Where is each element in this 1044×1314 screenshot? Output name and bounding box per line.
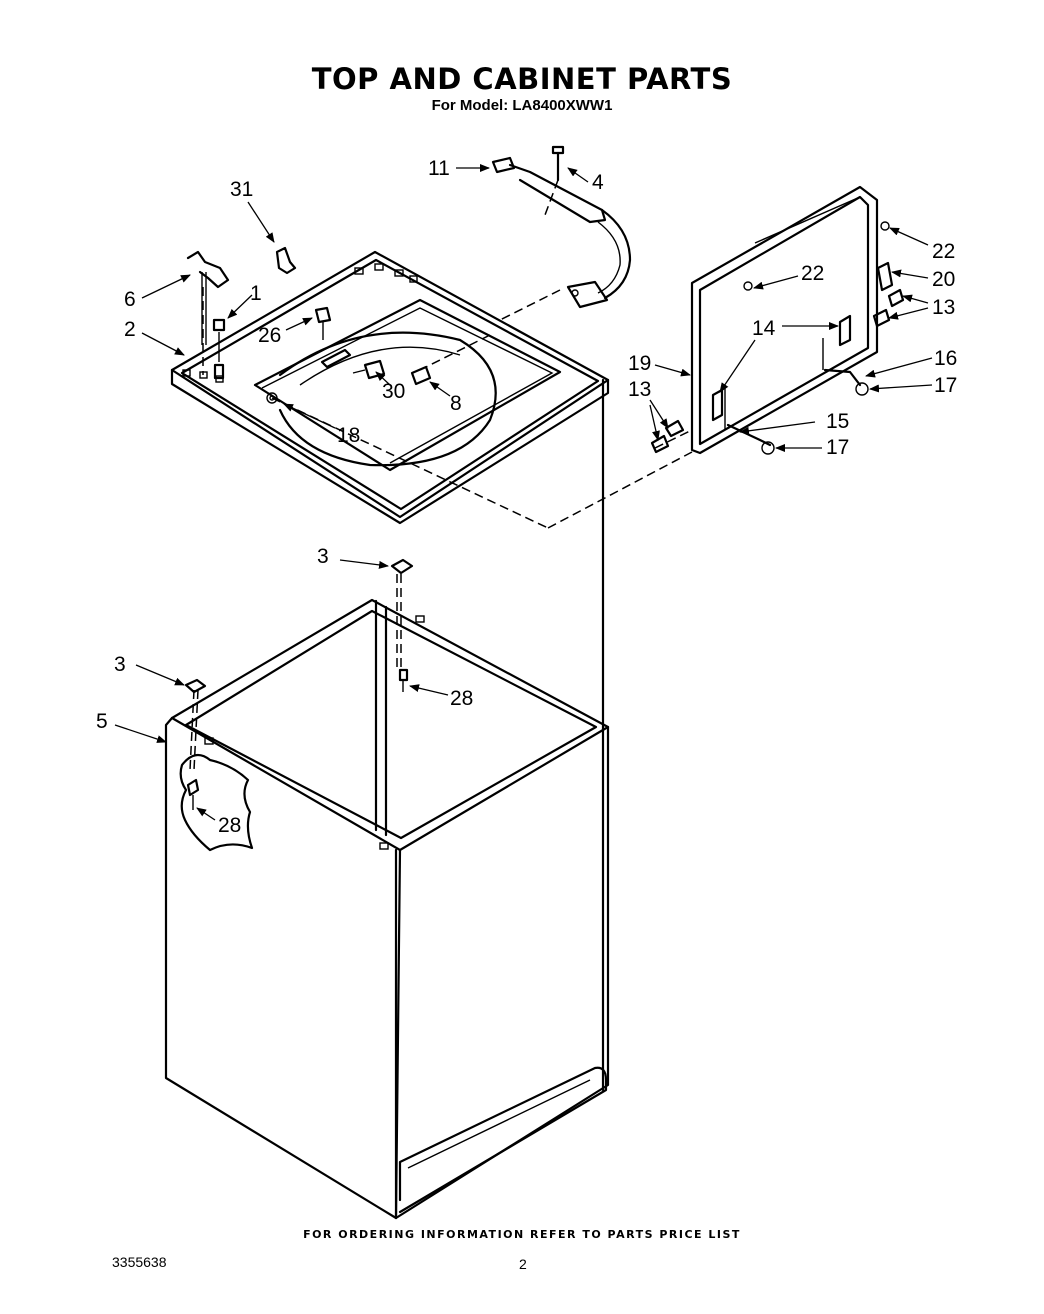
callout-22-right: 22 xyxy=(932,240,955,263)
callout-3-left: 3 xyxy=(114,653,126,676)
screw-part-4 xyxy=(551,145,565,182)
callout-1: 1 xyxy=(250,282,262,305)
callout-4: 4 xyxy=(592,171,604,194)
callout-arrows xyxy=(114,164,933,821)
callout-5: 5 xyxy=(96,710,108,733)
callout-31: 31 xyxy=(230,178,253,201)
callout-17-right: 17 xyxy=(934,374,957,397)
hinge-bracket-part-6 xyxy=(186,250,230,345)
callout-labels: 11 4 31 6 1 2 26 30 8 18 3 3 5 28 28 22 … xyxy=(96,157,957,837)
washer-top xyxy=(170,250,610,525)
callout-28-left: 28 xyxy=(218,814,241,837)
ordering-note: FOR ORDERING INFORMATION REFER TO PARTS … xyxy=(303,1228,741,1241)
lid-bumpers xyxy=(743,221,894,292)
callout-14: 14 xyxy=(752,317,776,340)
cutaway-view xyxy=(179,753,254,852)
page-title: TOP AND CABINET PARTS xyxy=(311,62,733,96)
callout-30: 30 xyxy=(382,380,405,403)
callout-22-mid: 22 xyxy=(801,262,824,285)
callout-2: 2 xyxy=(124,318,136,341)
callout-26: 26 xyxy=(258,324,281,347)
lid-screws xyxy=(650,288,905,455)
callout-18: 18 xyxy=(337,424,360,447)
assembly-leaders xyxy=(189,179,693,771)
callout-15: 15 xyxy=(826,410,849,433)
callout-6: 6 xyxy=(124,288,136,311)
callout-3-top: 3 xyxy=(317,545,329,568)
callout-13-right: 13 xyxy=(932,296,955,319)
cord-clip-part-31 xyxy=(275,246,297,275)
callout-13-left: 13 xyxy=(628,378,651,401)
screw-part-1 xyxy=(212,318,226,380)
page-number: 2 xyxy=(519,1256,527,1272)
callout-28-right: 28 xyxy=(450,687,473,710)
document-number: 3355638 xyxy=(112,1254,167,1270)
lid xyxy=(690,185,879,455)
cabinet-clips xyxy=(184,558,414,694)
callout-17-bottom: 17 xyxy=(826,436,849,459)
plug-part-26 xyxy=(314,306,332,340)
callout-16: 16 xyxy=(934,347,957,370)
callout-11: 11 xyxy=(428,157,450,180)
cabinet xyxy=(164,378,610,1220)
lid-switch-assembly xyxy=(491,156,632,309)
callout-8: 8 xyxy=(450,392,462,415)
callout-19: 19 xyxy=(628,352,651,375)
model-subtitle: For Model: LA8400XWW1 xyxy=(431,97,613,114)
callout-20: 20 xyxy=(932,268,955,291)
